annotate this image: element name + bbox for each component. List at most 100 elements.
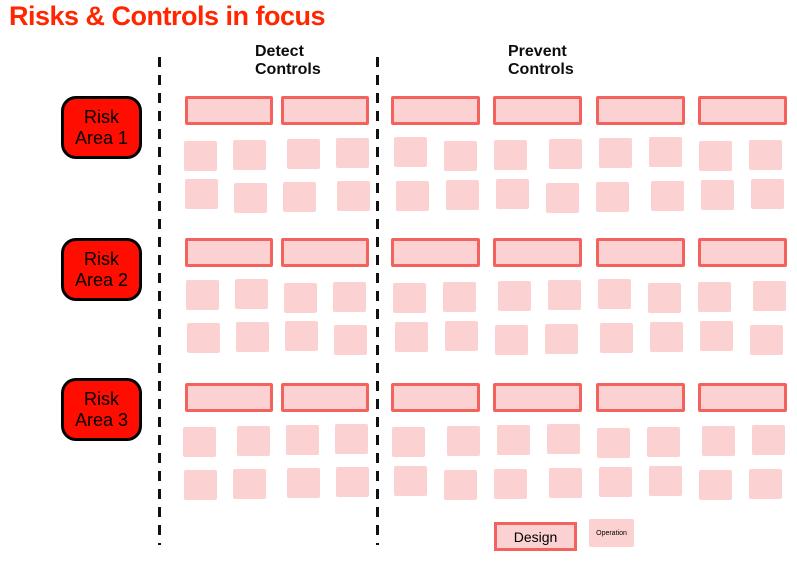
detect-controls-header: Detect Controls (255, 43, 321, 78)
prevent-operation-control-box (444, 141, 477, 171)
prevent-operation-control-box (751, 179, 784, 209)
risk-area-box-1: Risk Area 1 (61, 96, 142, 159)
prevent-operation-control-box (546, 183, 579, 213)
prevent-operation-control-box (649, 466, 682, 496)
prevent-operation-control-box (498, 281, 531, 311)
detect-operation-control-box (286, 425, 319, 455)
detect-operation-control-box (184, 470, 217, 500)
detect-operation-control-box (234, 183, 267, 213)
prevent-operation-control-box (647, 427, 680, 457)
prevent-design-control-box (698, 238, 787, 267)
detect-operation-control-box (335, 424, 368, 454)
prevent-operation-control-box (495, 325, 528, 355)
prevent-operation-control-box (700, 321, 733, 351)
prevent-operation-control-box (649, 137, 682, 167)
detect-operation-control-box (237, 426, 270, 456)
detect-operation-control-box (287, 468, 320, 498)
prevent-operation-control-box (599, 138, 632, 168)
prevent-operation-control-box (497, 425, 530, 455)
legend-design-label: Design (513, 528, 558, 545)
prevent-operation-control-box (549, 139, 582, 169)
prevent-operation-control-box (444, 470, 477, 500)
detect-operation-control-box (184, 141, 217, 171)
prevent-operation-control-box (494, 140, 527, 170)
detect-design-control-box (185, 238, 273, 267)
detect-operation-control-box (333, 282, 366, 312)
prevent-operation-control-box (749, 469, 782, 499)
detect-operation-control-box (336, 138, 369, 168)
detect-design-control-box (185, 96, 273, 125)
prevent-operation-control-box (752, 425, 785, 455)
detect-operation-control-box (235, 279, 268, 309)
prevent-operation-control-box (701, 180, 734, 210)
prevent-operation-control-box (698, 282, 731, 312)
detect-operation-control-box (187, 323, 220, 353)
prevent-operation-control-box (395, 322, 428, 352)
prevent-operation-control-box (393, 283, 426, 313)
prevent-operation-control-box (548, 280, 581, 310)
detect-operation-control-box (334, 325, 367, 355)
prevent-operation-control-box (545, 324, 578, 354)
prevent-operation-control-box (445, 321, 478, 351)
prevent-operation-control-box (699, 141, 732, 171)
prevent-design-control-box (596, 383, 685, 412)
prevent-operation-control-box (749, 140, 782, 170)
prevent-operation-control-box (396, 181, 429, 211)
risk-area-box-2: Risk Area 2 (61, 238, 142, 301)
detect-operation-control-box (285, 321, 318, 351)
prevent-operation-control-box (547, 424, 580, 454)
prevent-design-control-box (391, 383, 480, 412)
prevent-operation-control-box (699, 470, 732, 500)
prevent-design-control-box (698, 96, 787, 125)
prevent-operation-control-box (650, 322, 683, 352)
prevent-operation-control-box (702, 426, 735, 456)
detect-design-control-box (281, 383, 369, 412)
prevent-design-control-box (493, 238, 582, 267)
legend-operation-label: Operation (596, 529, 627, 537)
prevent-design-control-box (391, 238, 480, 267)
prevent-operation-control-box (599, 467, 632, 497)
prevent-design-control-box (596, 96, 685, 125)
prevent-operation-control-box (496, 179, 529, 209)
prevent-operation-control-box (447, 426, 480, 456)
prevent-operation-control-box (750, 325, 783, 355)
page-title: Risks & Controls in focus (9, 1, 326, 31)
prevent-operation-control-box (392, 427, 425, 457)
prevent-operation-control-box (753, 281, 786, 311)
detect-operation-control-box (284, 283, 317, 313)
detect-operation-control-box (185, 179, 218, 209)
prevent-design-control-box (391, 96, 480, 125)
prevent-operation-control-box (446, 180, 479, 210)
detect-operation-control-box (183, 427, 216, 457)
detect-divider-dashed-line (158, 57, 161, 545)
detect-operation-control-box (287, 139, 320, 169)
prevent-design-control-box (596, 238, 685, 267)
detect-design-control-box (185, 383, 273, 412)
detect-operation-control-box (236, 322, 269, 352)
prevent-operation-control-box (494, 469, 527, 499)
prevent-design-control-box (493, 96, 582, 125)
prevent-operation-control-box (443, 282, 476, 312)
prevent-operation-control-box (600, 323, 633, 353)
risk-area-box-3: Risk Area 3 (61, 378, 142, 441)
prevent-operation-control-box (597, 428, 630, 458)
prevent-design-control-box (698, 383, 787, 412)
prevent-operation-control-box (598, 279, 631, 309)
detect-operation-control-box (233, 469, 266, 499)
legend-design-box: Design (494, 522, 577, 551)
prevent-operation-control-box (651, 181, 684, 211)
detect-operation-control-box (283, 182, 316, 212)
detect-operation-control-box (233, 140, 266, 170)
prevent-operation-control-box (596, 182, 629, 212)
detect-design-control-box (281, 238, 369, 267)
detect-operation-control-box (336, 467, 369, 497)
prevent-operation-control-box (394, 466, 427, 496)
prevent-divider-dashed-line (376, 57, 379, 545)
prevent-operation-control-box (648, 283, 681, 313)
prevent-design-control-box (493, 383, 582, 412)
detect-operation-control-box (337, 181, 370, 211)
prevent-operation-control-box (549, 468, 582, 498)
detect-operation-control-box (186, 280, 219, 310)
legend-operation-box: Operation (589, 519, 634, 547)
